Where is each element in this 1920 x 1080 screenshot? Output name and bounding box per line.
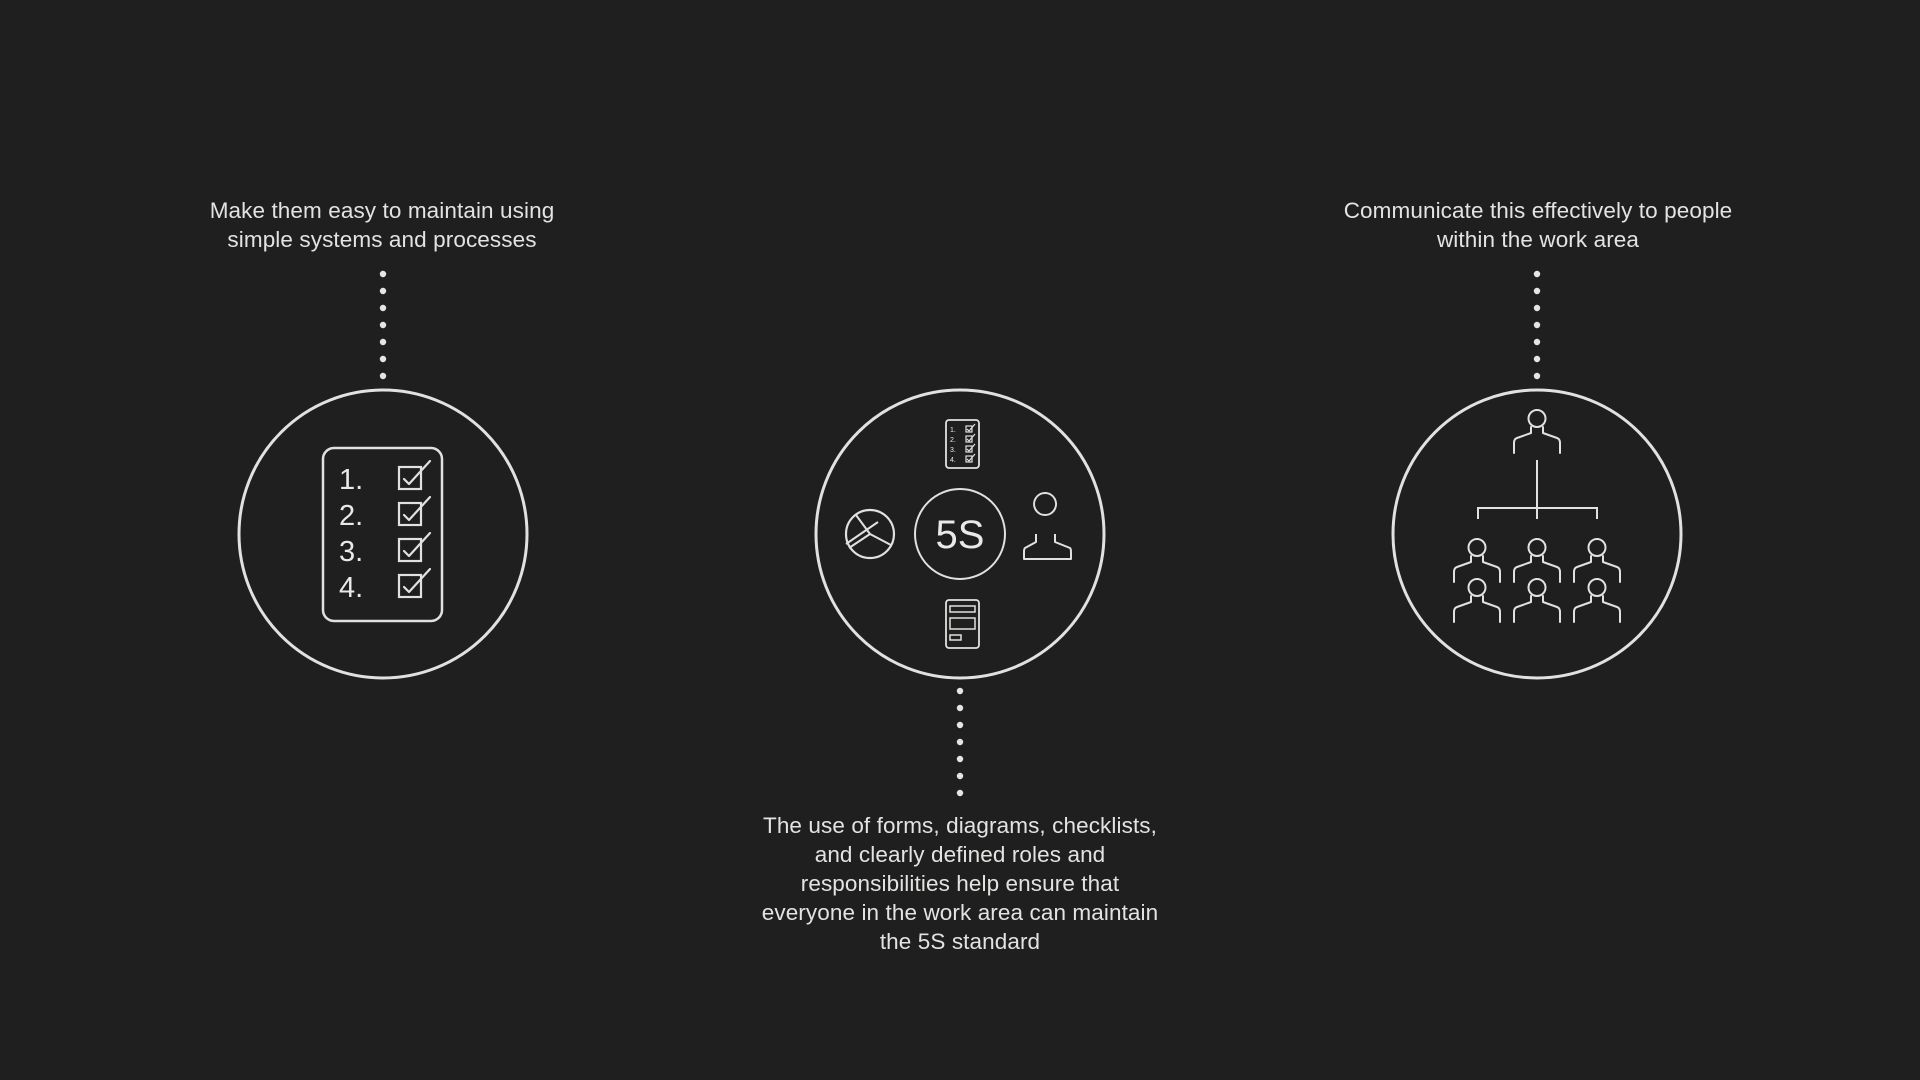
5s-hub-circle (914, 488, 1006, 580)
connector-dot (379, 304, 387, 312)
circle-node-right (1391, 388, 1683, 680)
caption-center-line-5: the 5S standard (879, 929, 1041, 954)
checkmark-icon (402, 495, 432, 522)
caption-left: Make them easy to maintain using simple … (182, 196, 582, 254)
checkbox-icon (397, 573, 423, 599)
person-icon (1453, 578, 1501, 623)
checkmark-icon (402, 531, 432, 558)
checklist-number: 3. (339, 536, 363, 568)
circle-outline-center (814, 388, 1106, 680)
caption-center: The use of forms, diagrams, checklists, … (730, 811, 1190, 956)
caption-center-line-1: The use of forms, diagrams, checklists, (762, 813, 1158, 838)
checklist-number: 1. (339, 464, 363, 496)
caption-left-line-2: simple systems and processes (227, 227, 537, 252)
form-icon (945, 599, 980, 649)
mini-checkbox-icon (965, 425, 973, 433)
connector-dot (379, 321, 387, 329)
checkmark-icon (402, 459, 432, 486)
mini-checkmark-icon (966, 433, 976, 442)
connector-dot (956, 721, 964, 729)
connector-dot (956, 755, 964, 763)
connector-dot (956, 704, 964, 712)
clipboard-frame (321, 446, 444, 623)
checklist-number: 4. (339, 572, 363, 604)
caption-center-line-3: responsibilities help ensure that (800, 871, 1120, 896)
caption-left-line-1: Make them easy to maintain using (209, 198, 555, 223)
mini-checklist-number: 4. (950, 457, 956, 464)
person-icon (1513, 538, 1561, 583)
connector-dot (379, 287, 387, 295)
connector-dot (1533, 355, 1541, 363)
person-icon (1513, 578, 1561, 623)
mini-checkmark-icon (966, 423, 976, 432)
connector-dot (379, 338, 387, 346)
caption-right-line-2: within the work area (1436, 227, 1640, 252)
checkbox-icon (397, 501, 423, 527)
person-icon (1453, 538, 1501, 583)
connector-dot (1533, 321, 1541, 329)
circle-node-center: 5S 1. 2. 3. 4. (814, 388, 1106, 680)
team-hierarchy-icon (1453, 409, 1621, 623)
person-icon (1573, 538, 1621, 583)
circle-outline-right (1391, 388, 1683, 680)
checkmark-icon (402, 567, 432, 594)
pie-chart-icon (844, 508, 896, 560)
checklist-icon: 1. 2. 3. 4. (945, 419, 980, 469)
checkbox-icon (397, 537, 423, 563)
mini-checklist-number: 2. (950, 437, 956, 444)
checklist-number: 2. (339, 500, 363, 532)
dotted-connector-right (1533, 270, 1541, 380)
mini-checkbox-icon (965, 455, 973, 463)
mini-checkbox-icon (965, 435, 973, 443)
person-icon (1023, 492, 1072, 560)
person-icon (1513, 409, 1561, 454)
dotted-connector-center (956, 687, 964, 797)
circle-outline-left (237, 388, 529, 680)
connector-dot (379, 355, 387, 363)
mini-checkbox-icon (965, 445, 973, 453)
connector-dot (956, 772, 964, 780)
connector-dot (1533, 270, 1541, 278)
connector-dot (1533, 304, 1541, 312)
caption-right-line-1: Communicate this effectively to people (1343, 198, 1733, 223)
connector-dot (379, 372, 387, 380)
caption-center-line-4: everyone in the work area can maintain (761, 900, 1159, 925)
mini-checkmark-icon (966, 453, 976, 462)
checklist-icon: 1. 2. 3. 4. (321, 446, 444, 623)
mini-checklist-number: 3. (950, 447, 956, 454)
connector-dot (379, 270, 387, 278)
mini-checklist-number: 1. (950, 427, 956, 434)
connector-dot (1533, 338, 1541, 346)
dotted-connector-left (379, 270, 387, 380)
caption-right: Communicate this effectively to people w… (1288, 196, 1788, 254)
caption-center-line-2: and clearly defined roles and (814, 842, 1106, 867)
circle-node-left: 1. 2. 3. 4. (237, 388, 529, 680)
connector-dot (956, 738, 964, 746)
connector-dot (1533, 287, 1541, 295)
person-icon (1573, 578, 1621, 623)
checkbox-icon (397, 465, 423, 491)
mini-checkmark-icon (966, 443, 976, 452)
connector-dot (956, 789, 964, 797)
connector-dot (1533, 372, 1541, 380)
connector-dot (956, 687, 964, 695)
5s-hub-label: 5S (936, 513, 985, 557)
